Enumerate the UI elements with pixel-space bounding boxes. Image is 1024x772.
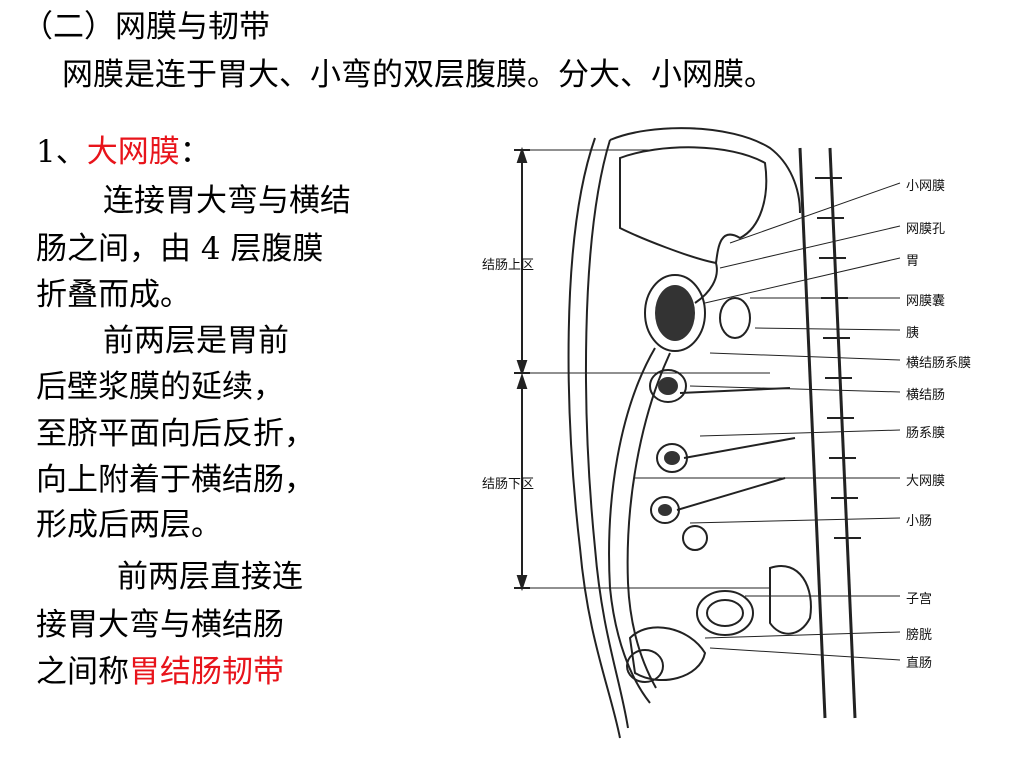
- diagram-drawing: [514, 127, 901, 739]
- label-bladder: 膀胱: [906, 628, 933, 643]
- label-pancreas: 胰: [906, 326, 920, 341]
- para3-prefix: 之间称: [36, 654, 129, 690]
- para3-line1: 前两层直接连: [117, 559, 303, 595]
- label-omental-foramen: 网膜孔: [906, 222, 946, 237]
- label-transverse-colon: 横结肠: [906, 388, 946, 403]
- label-greater-omentum: 大网膜: [906, 474, 946, 489]
- para2-line2: 后壁浆膜的延续，: [36, 369, 284, 405]
- label-lesser-omentum: 小网膜: [906, 179, 946, 194]
- para2-line1: 前两层是胃前: [103, 323, 289, 359]
- label-uterus: 子宫: [906, 592, 933, 607]
- para1-line2: 肠之间，由 4 层腹膜: [36, 231, 324, 267]
- term-greater-omentum: 大网膜: [86, 134, 180, 170]
- label-supracolic: 结肠上区: [482, 258, 535, 273]
- term-gastrocolic-ligament: 胃结肠韧带: [129, 654, 284, 690]
- label-omental-bursa: 网膜囊: [906, 294, 946, 309]
- label-stomach: 胃: [906, 254, 920, 269]
- para1-line1: 连接胃大弯与横结: [103, 183, 351, 219]
- para1-line3: 折叠而成。: [36, 277, 191, 313]
- para3-line2: 接胃大弯与横结肠: [36, 607, 284, 643]
- leader-lesser-omentum: [729, 182, 901, 244]
- label-rectum: 直肠: [906, 656, 933, 671]
- label-mesentery: 肠系膜: [906, 426, 946, 441]
- uterus-shape: [696, 590, 754, 636]
- stomach-shape: [644, 274, 706, 352]
- label-infracolic: 结肠下区: [482, 477, 535, 492]
- liver-shape: [619, 146, 768, 265]
- section-subtitle: 网膜是连于胃大、小弯的双层腹膜。分大、小网膜。: [62, 57, 775, 93]
- para2-line4: 向上附着于横结肠，: [36, 462, 315, 498]
- peritoneum-sagittal-diagram: 结肠上区 结肠下区 小网膜 网膜孔 胃 网膜囊 胰 横结肠系膜 横结肠 肠系膜 …: [470, 118, 972, 768]
- abdominal-wall-front: [567, 137, 621, 739]
- section-title: （二）网膜与韧带: [22, 9, 270, 45]
- item-title: 1、大网膜：: [36, 137, 211, 168]
- para2-line5: 形成后两层。: [36, 507, 222, 543]
- para3-line3: 之间称胃结肠韧带: [36, 657, 284, 688]
- item-number: 1、: [36, 134, 87, 170]
- item-colon: ：: [179, 134, 211, 170]
- label-small-intestine: 小肠: [906, 514, 933, 529]
- label-transverse-mesocolon: 横结肠系膜: [906, 356, 972, 371]
- para2-line3: 至脐平面向后反折，: [36, 416, 315, 452]
- greater-omentum: [608, 347, 656, 704]
